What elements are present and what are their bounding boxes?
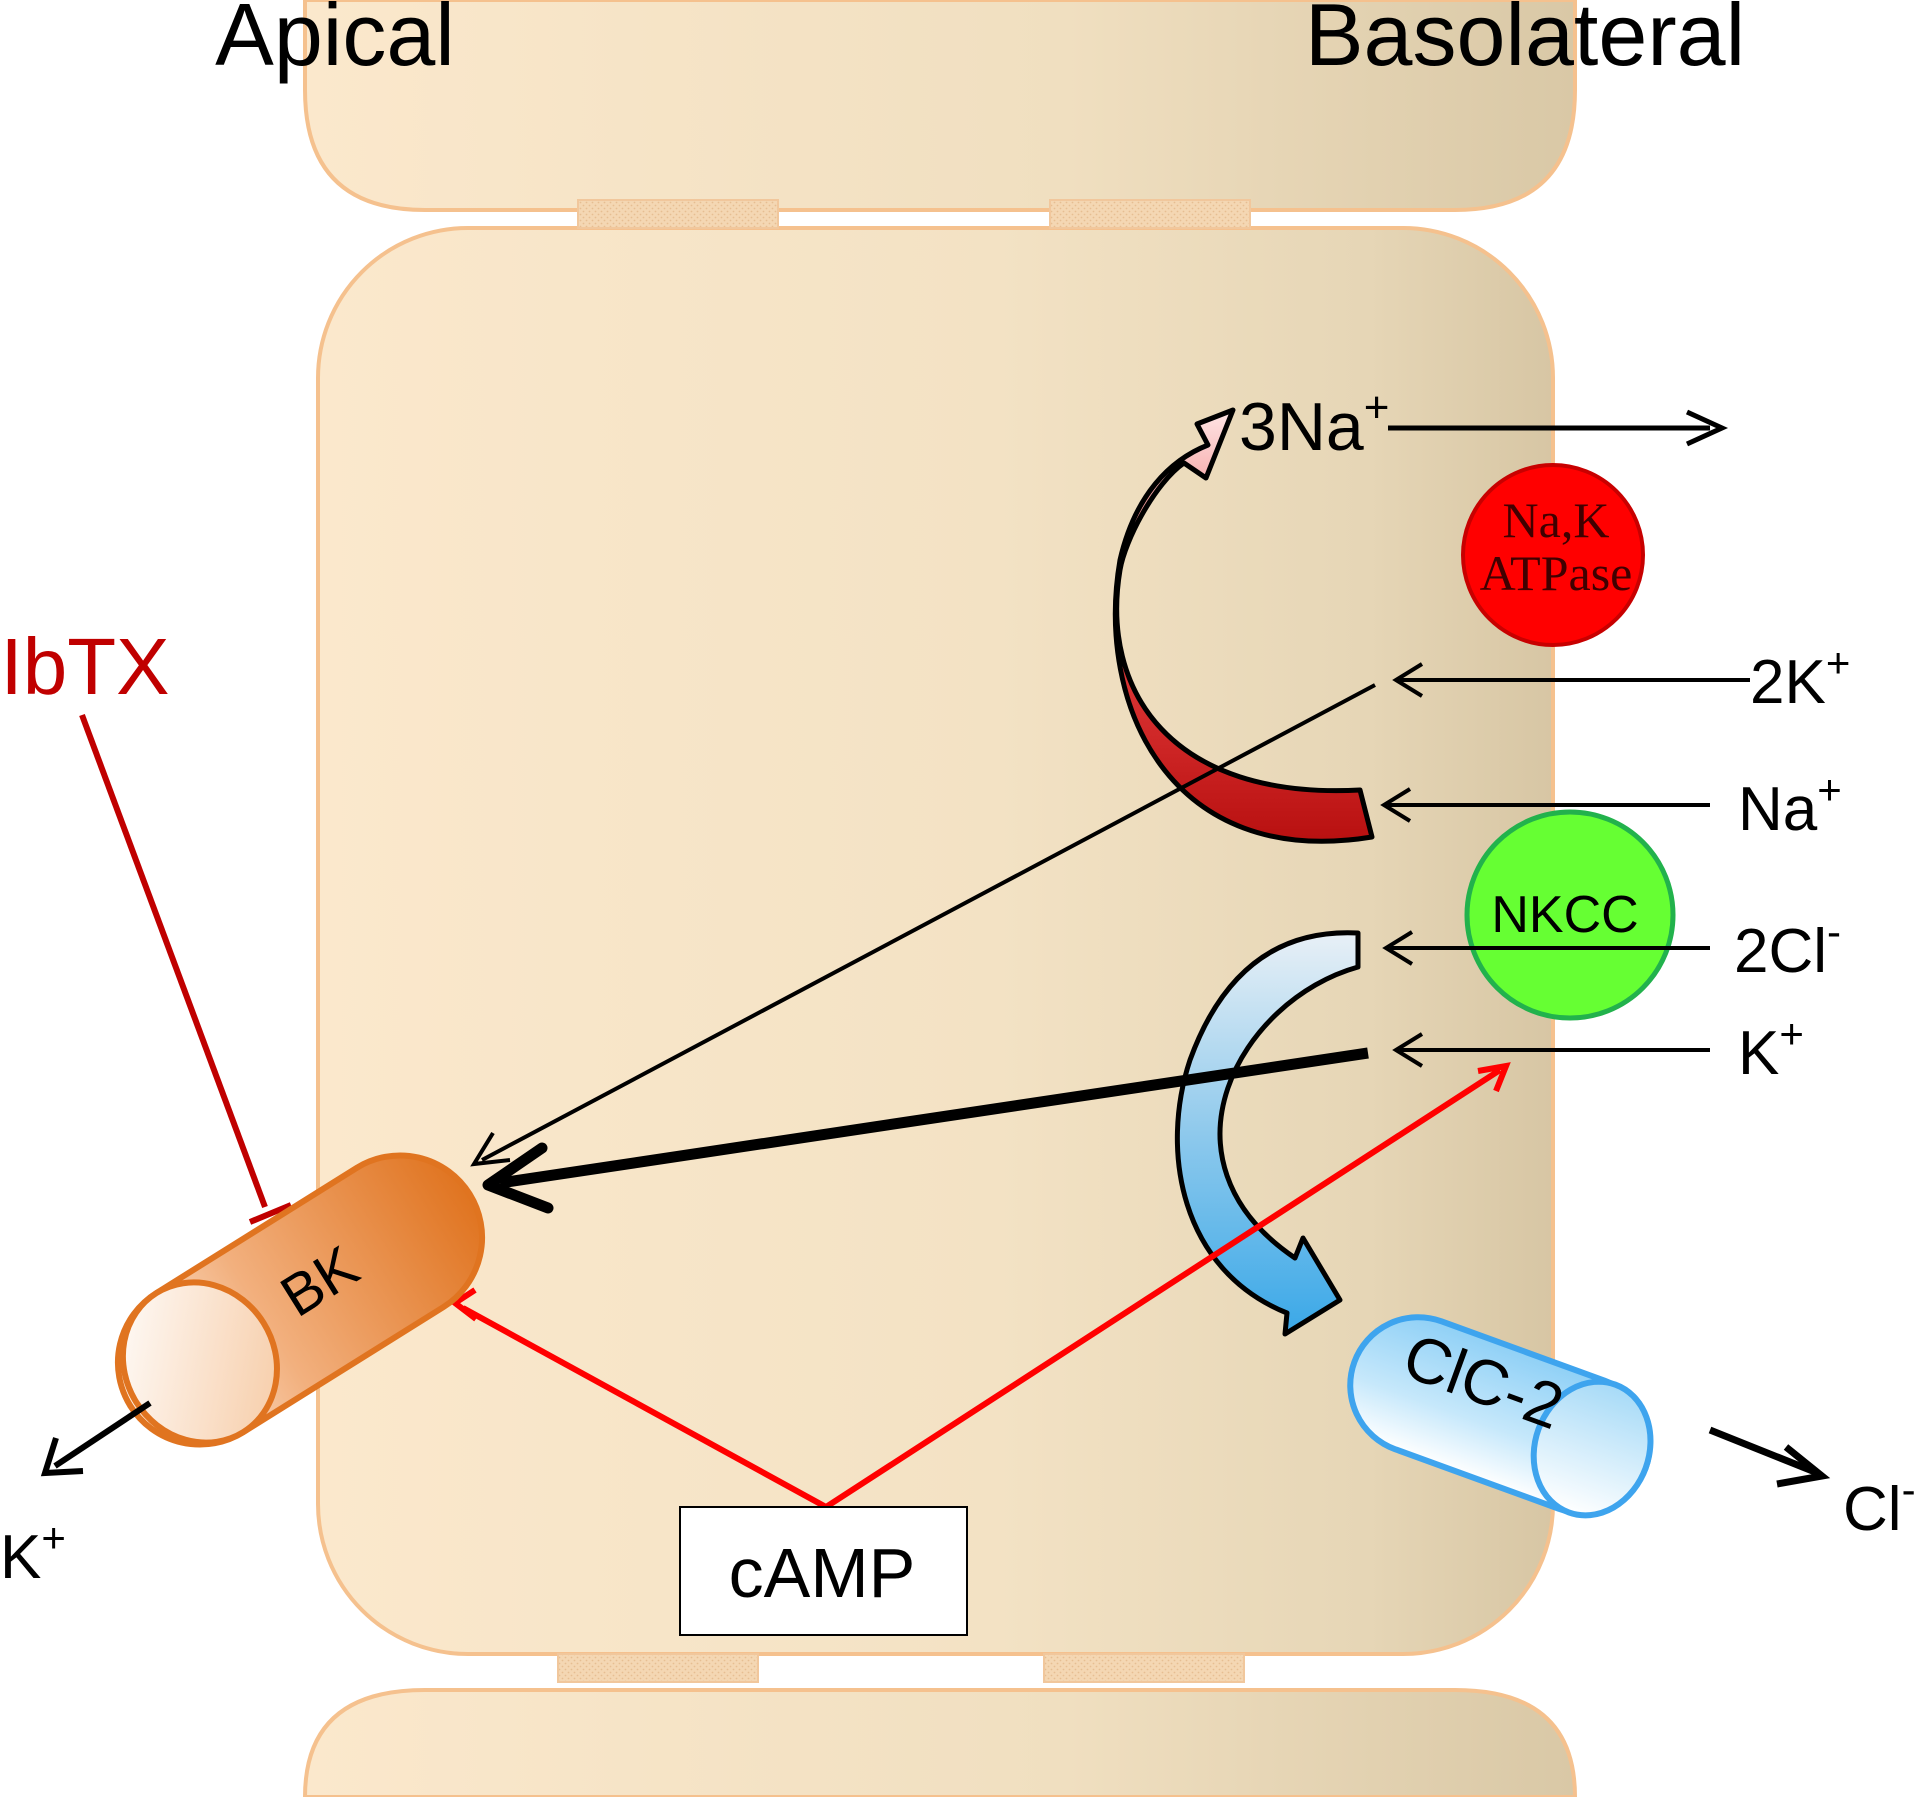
bk-channel [114, 1152, 486, 1448]
camp-to-nkcc-arrowhead [1477, 1062, 1511, 1093]
na-efflux-arrowhead [1685, 409, 1729, 447]
basolateral-heading: Basolateral [1305, 0, 1745, 84]
k-apical-efflux-arrowhead [40, 1437, 84, 1477]
k-to-bk-thick-arrowhead [482, 1142, 554, 1214]
epithelial-cell [316, 226, 1555, 1656]
tight-junction-top-left [577, 199, 779, 229]
k2-label: 2K+ [1750, 639, 1850, 717]
camp-to-bk-arrowhead [449, 1287, 478, 1322]
nkcc-cotransporter [1464, 809, 1676, 1021]
k-apical-label: K+ [0, 1514, 66, 1592]
neighbor-cell-bottom [302, 1688, 1578, 1797]
ibtx-label: IbTX [1, 622, 170, 711]
cl-out-label: Cl- [1843, 1466, 1916, 1544]
camp-to-bk-arrow [461, 1305, 828, 1510]
na-k-atpase-pump [1461, 463, 1645, 647]
tight-junction-bottom-right [1043, 1653, 1245, 1683]
atpase-label-line1: Na,K [1503, 492, 1610, 548]
cl2-label: 2Cl- [1734, 908, 1841, 986]
na-recycle-arrow [1112, 407, 1375, 844]
tight-junction-top-right [1049, 199, 1251, 229]
na-influx-arrowhead [1380, 787, 1412, 823]
k2-influx-arrowhead [1392, 662, 1424, 698]
k-apical-efflux-arrow [53, 1400, 152, 1469]
clc2-channel [1347, 1314, 1654, 1519]
camp-box [679, 1506, 968, 1636]
apical-heading: Apical [215, 0, 455, 84]
cl2-influx-arrowhead [1382, 930, 1414, 966]
k-to-bk-thin-arrowhead [470, 1131, 511, 1167]
ibtx-inhibition-line [79, 713, 268, 1209]
camp-to-nkcc-arrow [824, 1067, 1502, 1510]
camp-label: cAMP [729, 1534, 916, 1612]
k-influx-arrowhead [1392, 1032, 1424, 1068]
k-to-bk-thin-arrow [481, 683, 1376, 1162]
cl-efflux-arrowhead [1776, 1444, 1831, 1488]
k-to-bk-thick-arrow [499, 1047, 1369, 1189]
neighbor-cell-top [303, 0, 1577, 212]
k-baso-label: K+ [1738, 1010, 1804, 1088]
na-label: Na+ [1738, 766, 1842, 844]
cl-flux-arrow [1174, 930, 1361, 1337]
atpase-label-line2: ATPase [1480, 545, 1633, 601]
tight-junction-bottom-left [557, 1653, 759, 1683]
ibtx-inhibition-bar [248, 1202, 293, 1225]
na3-label: 3Na+ [1239, 383, 1389, 465]
cl-efflux-arrow [1708, 1426, 1817, 1476]
nkcc-label: NKCC [1491, 886, 1638, 944]
